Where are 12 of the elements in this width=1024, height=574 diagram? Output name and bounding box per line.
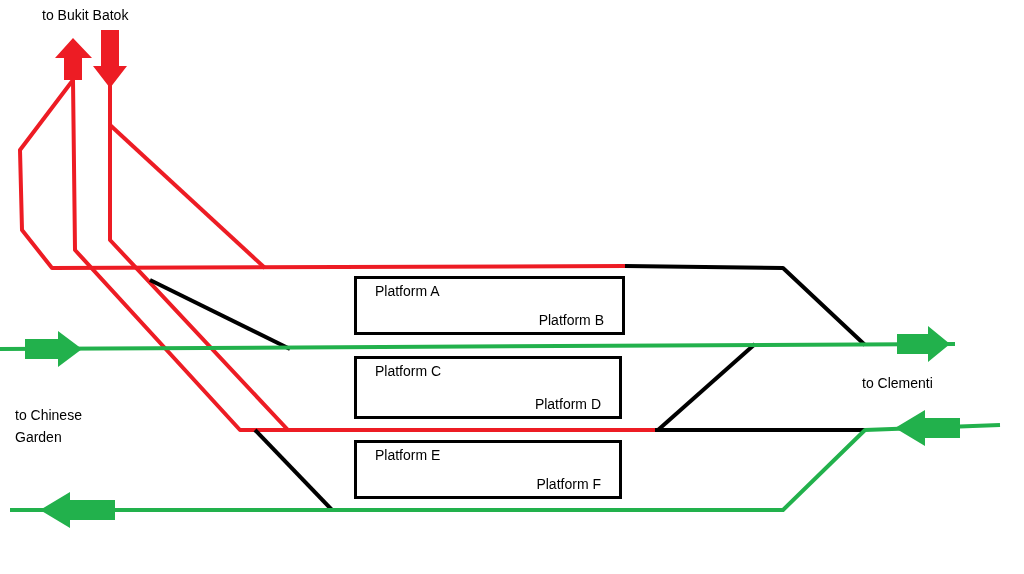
- platform-label: Platform A: [375, 283, 440, 299]
- platform-box: [354, 356, 622, 419]
- platform-label: Platform B: [538, 312, 604, 328]
- platform-label: Platform F: [536, 476, 601, 492]
- platform-label: Platform C: [375, 363, 442, 379]
- platform-label: Platform E: [375, 447, 441, 463]
- destination-label: to Clementi: [862, 374, 933, 393]
- platform-box: [354, 276, 625, 335]
- platform-box: [354, 440, 622, 499]
- destination-label: to Bukit Batok: [42, 6, 129, 25]
- destination-label: to Chinese Garden: [15, 406, 83, 447]
- platform-label: Platform D: [534, 396, 601, 412]
